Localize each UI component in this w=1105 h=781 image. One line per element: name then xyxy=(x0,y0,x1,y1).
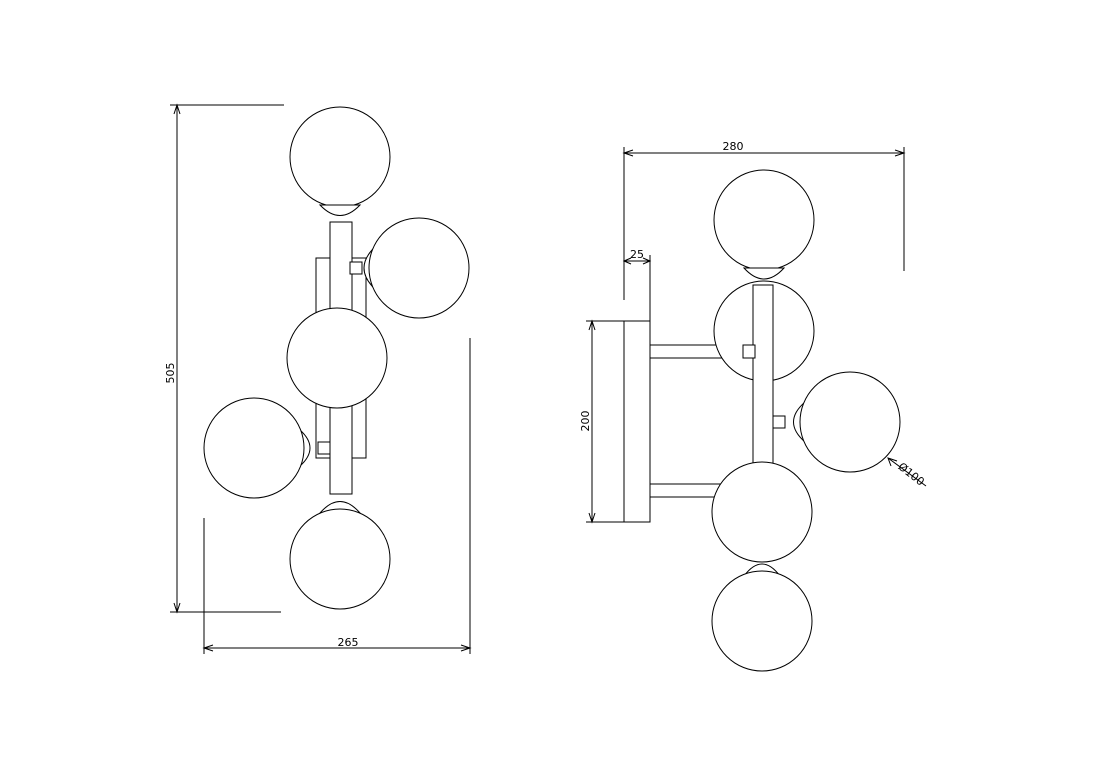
front-globe-top xyxy=(289,106,391,208)
side-cap-top xyxy=(742,267,786,280)
side-view: 280 25 200 Ø100 xyxy=(579,140,927,672)
side-depth-dimension: 280 xyxy=(622,140,906,300)
front-view: 505 265 xyxy=(164,103,472,654)
front-globe-left xyxy=(203,397,305,499)
side-plate-height-dimension: 200 xyxy=(579,319,624,524)
side-globe-bottom xyxy=(711,570,813,672)
side-arm-joint-upper xyxy=(742,344,756,359)
side-globe-diameter-leader: Ø100 xyxy=(887,457,927,489)
side-wall-plate xyxy=(623,320,651,523)
side-plate-thickness-dimension: 25 xyxy=(622,248,652,321)
front-connector-upper-right xyxy=(349,261,363,275)
side-globe-lower xyxy=(711,461,813,563)
front-cap-top xyxy=(318,204,362,216)
side-plate-thickness-label: 25 xyxy=(630,248,644,261)
front-globe-middle xyxy=(286,307,388,409)
side-globe-diameter-label: Ø100 xyxy=(895,460,926,489)
front-globe-bottom xyxy=(289,508,391,610)
side-connector-right xyxy=(772,415,786,429)
side-plate-height-label: 200 xyxy=(579,411,592,432)
front-globe-upper-right xyxy=(368,217,470,319)
front-height-dimension: 505 xyxy=(164,103,284,614)
front-height-label: 505 xyxy=(164,363,177,384)
side-depth-label: 280 xyxy=(723,140,744,153)
side-globe-top xyxy=(713,169,815,271)
front-width-label: 265 xyxy=(338,636,359,649)
side-globe-right xyxy=(799,371,901,473)
front-connector-left xyxy=(317,441,331,455)
front-width-dimension: 265 xyxy=(202,338,472,654)
side-stem xyxy=(752,284,774,474)
